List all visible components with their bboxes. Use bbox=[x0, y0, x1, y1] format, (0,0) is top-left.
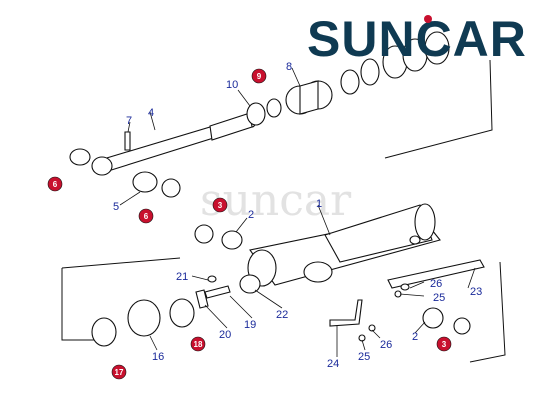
label-26-upper: 26 bbox=[430, 278, 442, 290]
frame-line-left bbox=[61, 268, 100, 341]
washer-20 bbox=[195, 289, 209, 309]
label-2-lower: 2 bbox=[412, 331, 418, 343]
logo-red-dot bbox=[424, 15, 432, 23]
label-5: 5 bbox=[113, 201, 119, 213]
label-19: 19 bbox=[244, 319, 256, 331]
pipe-23 bbox=[387, 259, 485, 289]
dust-seal-3-upper bbox=[194, 224, 214, 244]
seal-17 bbox=[91, 317, 117, 347]
label-26-lower: 26 bbox=[380, 339, 392, 351]
fitting-26-lower bbox=[368, 324, 376, 332]
label-21: 21 bbox=[176, 271, 188, 283]
cylinder-head-16 bbox=[127, 299, 161, 337]
bushing-2-lower bbox=[422, 307, 444, 329]
grease-fitting-7 bbox=[124, 131, 131, 151]
bushing-2-upper bbox=[221, 230, 243, 250]
svg-text:18: 18 bbox=[194, 340, 203, 349]
svg-text:6: 6 bbox=[144, 212, 149, 221]
leader-lines bbox=[119, 67, 476, 357]
dust-seal-3-lower bbox=[453, 317, 471, 335]
suncar-logo: SUNCAR bbox=[307, 11, 527, 67]
label-22: 22 bbox=[276, 309, 288, 321]
screw-21 bbox=[207, 275, 217, 283]
label-2-upper: 2 bbox=[248, 209, 254, 221]
bushing-5 bbox=[132, 171, 158, 193]
label-20: 20 bbox=[219, 329, 231, 341]
frame-line-right bbox=[469, 261, 506, 363]
svg-text:9: 9 bbox=[257, 72, 262, 81]
fitting-26-upper bbox=[400, 283, 410, 291]
seal-18 bbox=[169, 298, 195, 328]
frame-line-upper bbox=[384, 59, 493, 159]
svg-text:17: 17 bbox=[115, 368, 124, 377]
label-4: 4 bbox=[148, 107, 154, 119]
label-24: 24 bbox=[327, 358, 339, 370]
cylinder-tube bbox=[247, 203, 441, 287]
seal-marker-3-lower: 3 bbox=[436, 336, 452, 352]
svg-text:3: 3 bbox=[218, 201, 223, 210]
svg-text:6: 6 bbox=[53, 180, 58, 189]
seal-marker-17: 17 bbox=[111, 364, 127, 380]
seal-marker-3-upper: 3 bbox=[212, 197, 228, 213]
dust-seal-6a bbox=[69, 148, 91, 166]
seal-marker-18: 18 bbox=[190, 336, 206, 352]
collar-22 bbox=[239, 274, 261, 294]
seal-marker-6b: 6 bbox=[138, 208, 154, 224]
seal-marker-6a: 6 bbox=[47, 176, 63, 192]
label-10: 10 bbox=[226, 79, 238, 91]
piston-rod bbox=[91, 112, 257, 176]
logo-text: SUNCAR bbox=[307, 11, 527, 67]
dust-seal-6b bbox=[161, 178, 181, 198]
label-25-upper: 25 bbox=[433, 292, 445, 304]
label-8: 8 bbox=[286, 61, 292, 73]
label-23: 23 bbox=[470, 286, 482, 298]
label-25-lower: 25 bbox=[358, 351, 370, 363]
bolt-19 bbox=[204, 285, 231, 299]
piston bbox=[285, 80, 333, 115]
svg-text:3: 3 bbox=[442, 340, 447, 349]
pipe-24 bbox=[329, 299, 363, 327]
ring-10 bbox=[246, 102, 266, 126]
label-7: 7 bbox=[126, 115, 132, 127]
seal-marker-9: 9 bbox=[251, 68, 267, 84]
label-1: 1 bbox=[316, 198, 322, 210]
seal-ring-9 bbox=[266, 98, 282, 118]
label-16: 16 bbox=[152, 351, 164, 363]
top-ring-group bbox=[340, 31, 450, 95]
frame-line-left-top bbox=[61, 257, 181, 269]
